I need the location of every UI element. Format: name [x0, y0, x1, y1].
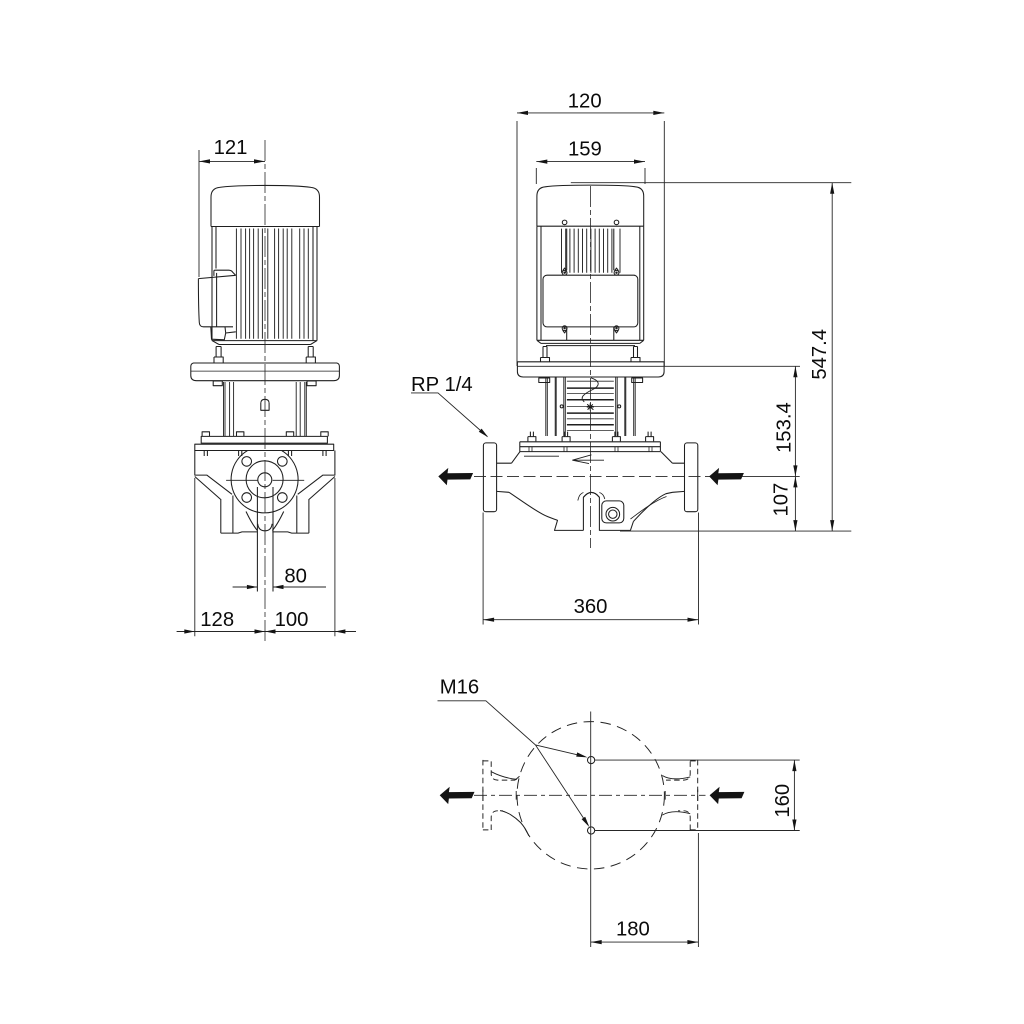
- svg-text:121: 121: [214, 137, 248, 159]
- svg-text:547.4: 547.4: [809, 329, 831, 380]
- svg-text:100: 100: [275, 609, 309, 631]
- svg-text:159: 159: [568, 138, 602, 160]
- svg-text:107: 107: [771, 483, 793, 517]
- svg-text:128: 128: [200, 609, 234, 631]
- svg-text:153.4: 153.4: [774, 402, 796, 453]
- svg-text:180: 180: [616, 919, 650, 941]
- svg-text:360: 360: [574, 596, 608, 618]
- svg-text:120: 120: [568, 90, 602, 112]
- svg-text:M16: M16: [440, 676, 479, 698]
- svg-text:160: 160: [772, 784, 794, 818]
- svg-text:80: 80: [284, 566, 307, 588]
- svg-text:RP 1/4: RP 1/4: [411, 374, 473, 396]
